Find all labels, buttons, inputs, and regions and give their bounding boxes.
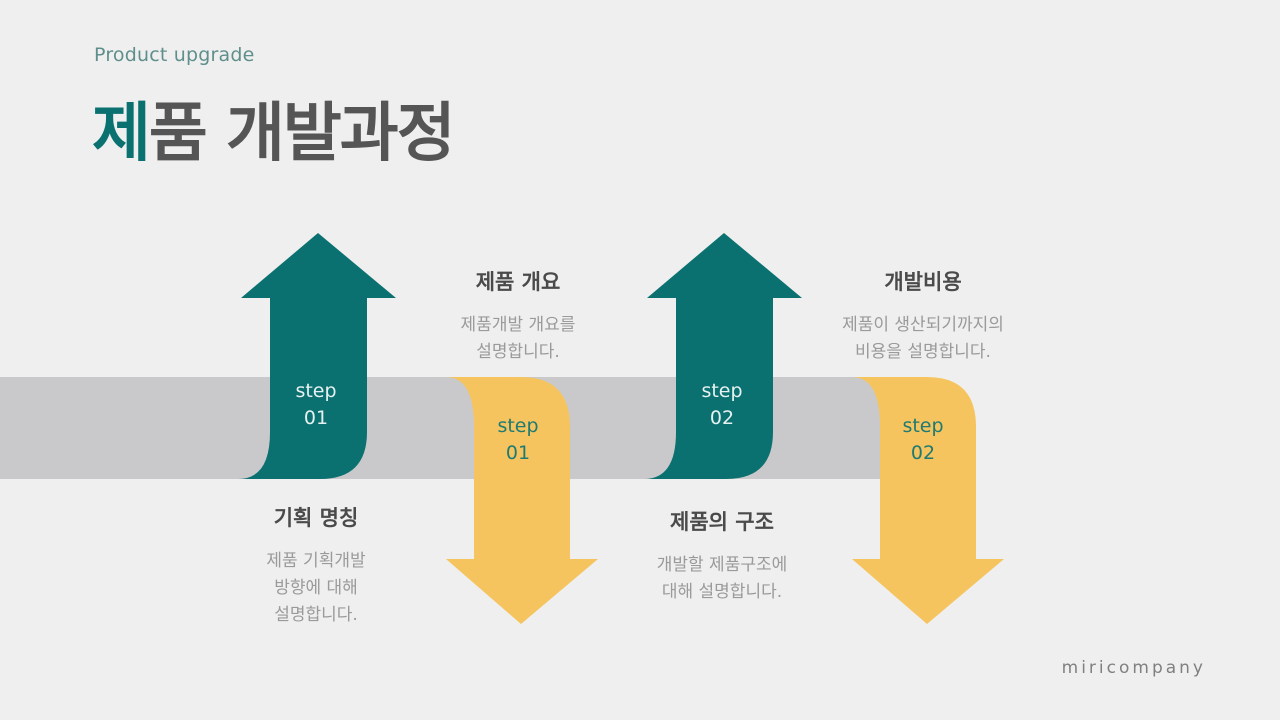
page-title: 제품 개발과정 <box>92 82 456 174</box>
step-02-up-arrow <box>644 233 802 479</box>
block-heading: 제품의 구조 <box>670 510 774 534</box>
step-02-down-label: step 02 <box>873 413 973 467</box>
footer-brand: miricompany <box>1061 658 1206 678</box>
subtitle: Product upgrade <box>94 44 255 66</box>
step-01-down-label: step 01 <box>468 413 568 467</box>
step-01-up-arrow <box>238 233 396 479</box>
block-overview: 제품 개요 제품개발 개요를 설명합니다. <box>418 266 618 366</box>
title-rest: 품 개발과정 <box>148 97 456 171</box>
step-02-down-arrow <box>852 377 1004 624</box>
block-cost: 개발비용 제품이 생산되기까지의 비용을 설명합니다. <box>808 266 1038 366</box>
step-number: 01 <box>505 442 531 464</box>
step-word: step <box>295 380 337 402</box>
step-number: 02 <box>709 407 735 429</box>
block-heading: 제품 개요 <box>475 270 561 294</box>
block-description: 개발할 제품구조에 대해 설명합니다. <box>656 555 788 602</box>
step-number: 01 <box>303 407 329 429</box>
block-description: 제품이 생산되기까지의 비용을 설명합니다. <box>842 315 1004 362</box>
block-heading: 개발비용 <box>884 270 962 294</box>
step-02-up-label: step 02 <box>672 378 772 432</box>
block-description: 제품 기획개발 방향에 대해 설명합니다. <box>266 551 366 625</box>
block-planning: 기획 명칭 제품 기획개발 방향에 대해 설명합니다. <box>216 502 416 629</box>
step-01-up-label: step 01 <box>266 378 366 432</box>
step-number: 02 <box>910 442 936 464</box>
block-structure: 제품의 구조 개발할 제품구조에 대해 설명합니다. <box>612 506 832 606</box>
step-word: step <box>497 415 539 437</box>
block-description: 제품개발 개요를 설명합니다. <box>460 315 576 362</box>
step-01-down-arrow <box>446 377 598 624</box>
step-word: step <box>902 415 944 437</box>
step-word: step <box>701 380 743 402</box>
block-heading: 기획 명칭 <box>273 506 359 530</box>
title-accent: 제 <box>92 97 151 171</box>
